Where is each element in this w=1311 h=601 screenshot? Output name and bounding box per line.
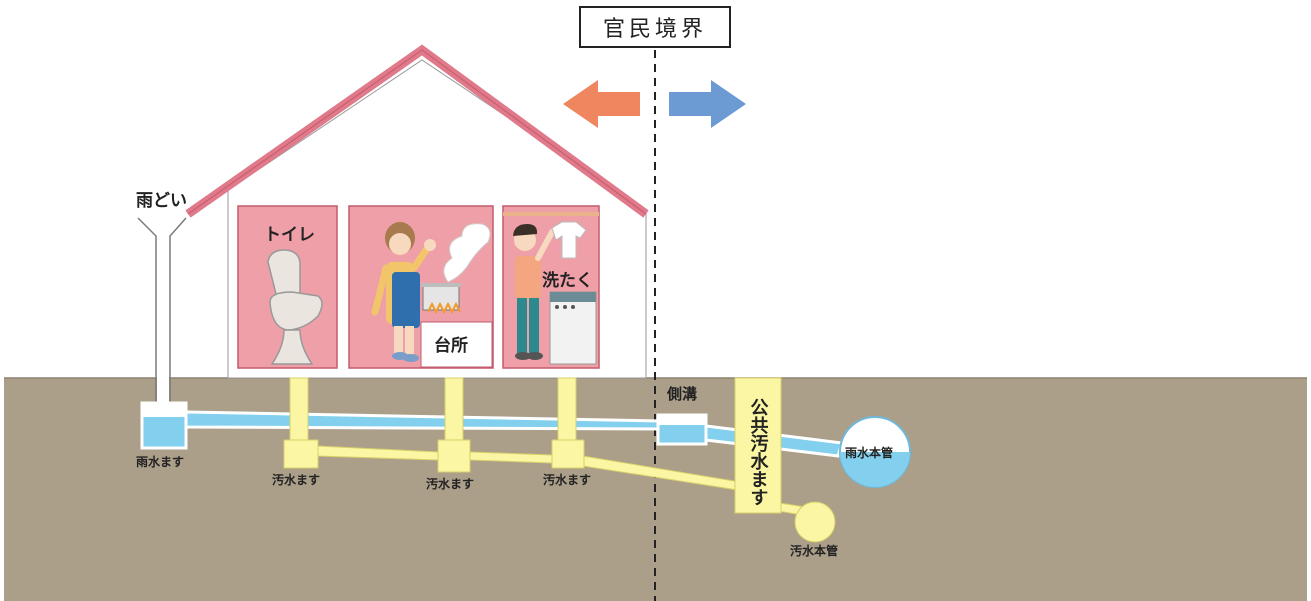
sewage-box-2 bbox=[437, 439, 471, 473]
kitchen-label-box bbox=[420, 321, 493, 368]
arrow-private-side bbox=[563, 80, 640, 128]
toilet-icon bbox=[267, 249, 323, 365]
rain-main-label: 雨水本管 bbox=[845, 445, 893, 460]
sewage-box-label-3: 汚水ます bbox=[543, 472, 591, 487]
side-ditch-label: 側溝 bbox=[666, 385, 697, 403]
washing-machine-icon bbox=[549, 291, 597, 365]
public-sewage-box-label: 公共汚水ます bbox=[748, 398, 769, 506]
rain-box-label: 雨水ます bbox=[136, 454, 184, 469]
boundary-label-text: 官民境界 bbox=[602, 17, 707, 42]
sewage-box-label-2: 汚水ます bbox=[426, 476, 474, 491]
kitchen-label: 台所 bbox=[434, 335, 468, 356]
cooking-pot-icon bbox=[421, 223, 491, 315]
sewage-main-label: 汚水本管 bbox=[790, 543, 838, 558]
sewage-main-pipe bbox=[794, 501, 836, 543]
sewage-box-1 bbox=[283, 439, 319, 469]
laundry-label: 洗たく bbox=[542, 270, 593, 291]
rain-gutter-label: 雨どい bbox=[136, 191, 187, 211]
sewage-pipe bbox=[289, 377, 813, 517]
laundry-person-icon bbox=[513, 221, 587, 360]
cook-person-icon bbox=[371, 222, 436, 362]
sewage-box-3 bbox=[551, 439, 585, 469]
sewage-box-label-1: 汚水ます bbox=[272, 472, 320, 487]
public-sewage-box bbox=[734, 377, 782, 514]
boundary-label: 官民境界 bbox=[579, 6, 731, 48]
arrow-public-side bbox=[669, 80, 746, 128]
toilet-label: トイレ bbox=[264, 225, 315, 245]
